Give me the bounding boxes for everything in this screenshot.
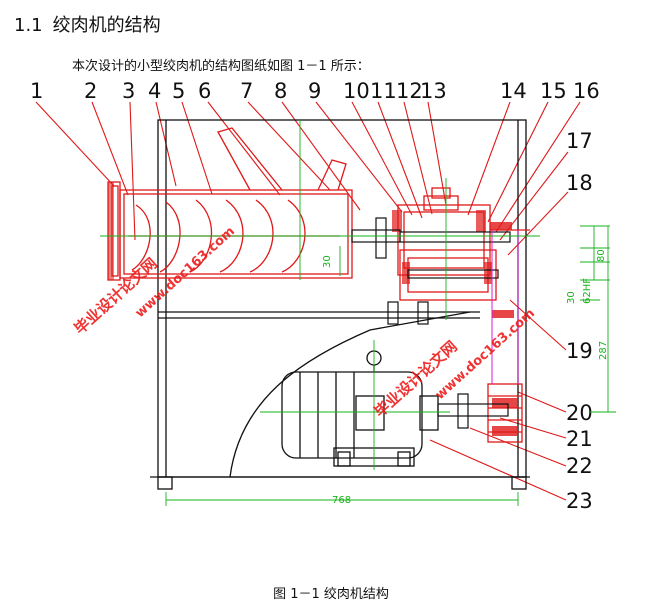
callout-19: 19 xyxy=(566,339,593,363)
dimension-lines xyxy=(100,120,616,506)
section-hatching xyxy=(108,182,518,436)
dim-287: 287 xyxy=(598,341,609,360)
callout-20: 20 xyxy=(566,401,593,425)
section-number: 1.1 xyxy=(14,15,43,36)
callout-5: 5 xyxy=(172,79,185,103)
callout-3: 3 xyxy=(122,79,135,103)
callout-11: 11 xyxy=(370,79,397,103)
callout-8: 8 xyxy=(274,79,287,103)
belt-lines xyxy=(491,230,519,384)
callout-4: 4 xyxy=(148,79,161,103)
section-heading: 1.1 绞肉机的结构 xyxy=(14,11,161,37)
dim-62hf: 62HF xyxy=(582,278,593,304)
intro-paragraph: 本次设计的小型绞肉机的结构图纸如图 1－1 所示： xyxy=(72,59,370,74)
callout-10: 10 xyxy=(343,79,370,103)
callout-21: 21 xyxy=(566,427,593,451)
figure-caption: 图 1－1 绞肉机结构 xyxy=(273,587,389,602)
callout-9: 9 xyxy=(308,79,321,103)
dim-80: 80 xyxy=(596,249,607,262)
callout-7: 7 xyxy=(240,79,253,103)
callout-12: 12 xyxy=(396,79,423,103)
callout-16: 16 xyxy=(573,79,600,103)
callout-22: 22 xyxy=(566,454,593,478)
callout-2: 2 xyxy=(84,79,97,103)
callout-6: 6 xyxy=(198,79,211,103)
callout-14: 14 xyxy=(500,79,527,103)
callout-17: 17 xyxy=(566,129,593,153)
callout-18: 18 xyxy=(566,171,593,195)
frame xyxy=(150,119,530,490)
motor xyxy=(281,350,439,467)
callout-23: 23 xyxy=(566,489,593,513)
section-title: 绞肉机的结构 xyxy=(52,15,161,36)
callout-1: 1 xyxy=(30,79,43,103)
dim-30b: 30 xyxy=(566,291,577,304)
dim-30: 30 xyxy=(322,255,333,268)
callout-13: 13 xyxy=(420,79,447,103)
dim-width: 768 xyxy=(332,495,351,506)
callout-15: 15 xyxy=(540,79,567,103)
